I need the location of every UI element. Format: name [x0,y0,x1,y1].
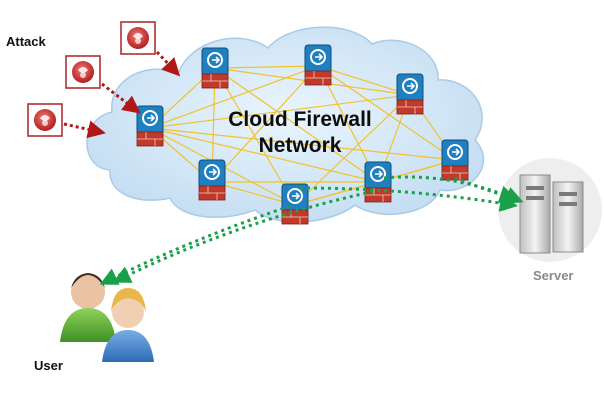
firewall-node-icon [198,159,226,201]
firewall-node-icon [396,73,424,115]
firewall-node-icon [441,139,469,181]
attacker-bug-icon [27,103,63,137]
firewall-node-icon [201,47,229,89]
cloud-title-line2: Network [258,134,342,157]
attack-arrows [63,50,181,139]
attacker-bug-icon [65,55,101,89]
attacker-bug-icon [120,21,156,55]
firewall-node-icon [364,161,392,203]
traffic-arrows [99,175,524,285]
firewall-node-icon [304,44,332,86]
firewall-node-icon [281,183,309,225]
server-label: Server [533,268,574,283]
cloud-title-line1: Cloud Firewall [228,108,372,131]
cloud-title: Cloud Firewall Network [205,107,395,159]
server-rack-icon [498,158,602,262]
user-label: User [34,358,63,373]
firewall-node-icon [136,105,164,147]
attack-label: Attack [6,34,46,49]
user-people-icon [60,273,154,362]
